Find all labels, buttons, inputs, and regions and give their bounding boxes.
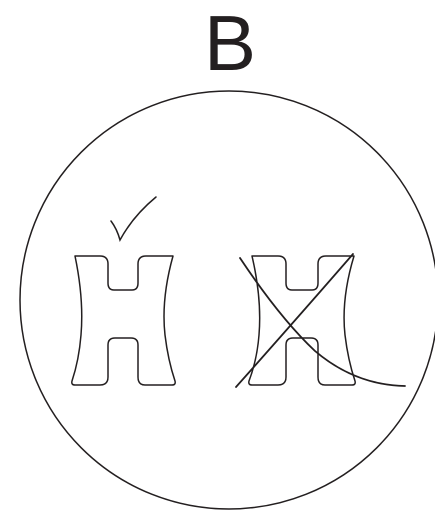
right-h-shape: [249, 256, 355, 385]
enclosing-circle: [20, 91, 435, 509]
checkmark-icon: [111, 197, 156, 240]
cross-stroke-2: [240, 258, 405, 386]
left-h-shape: [72, 256, 175, 385]
cross-stroke-1: [236, 254, 353, 387]
